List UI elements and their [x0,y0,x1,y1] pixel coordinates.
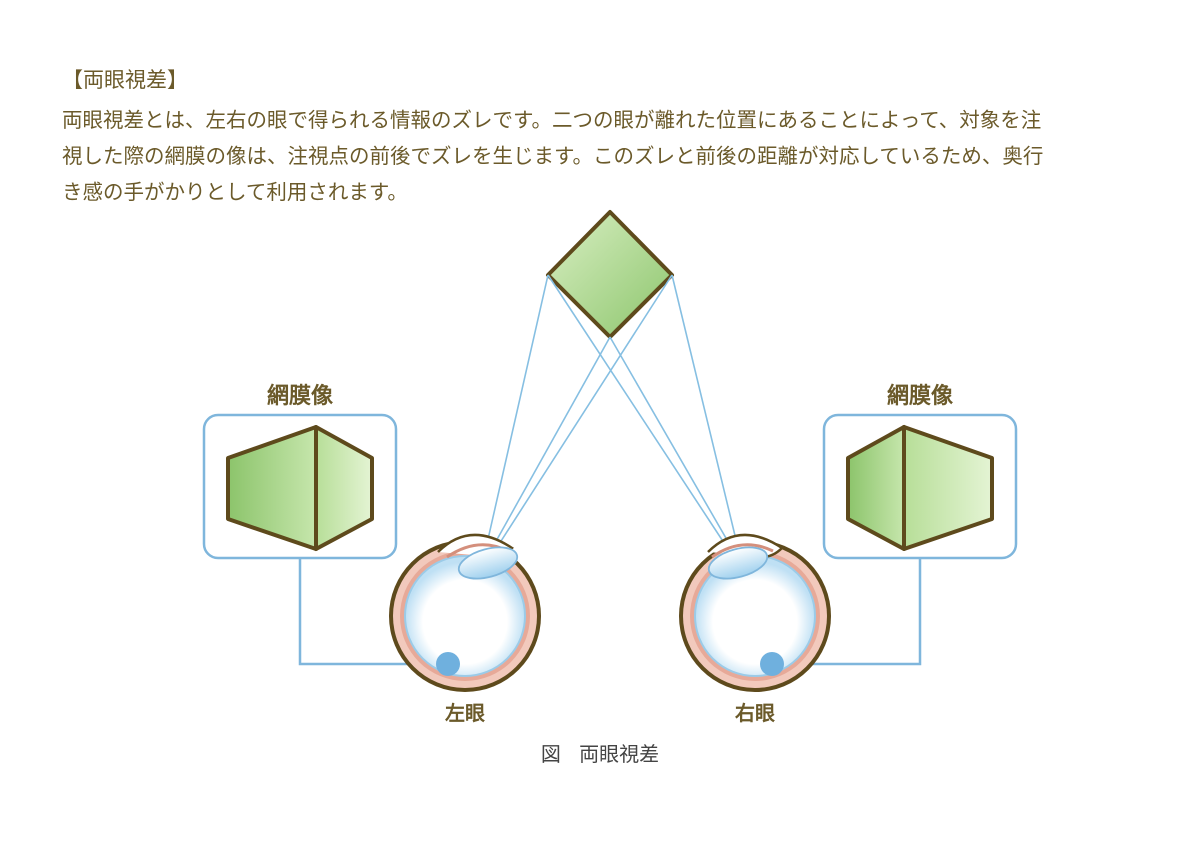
left-eye [389,533,541,692]
figure-caption: 図 両眼視差 [0,738,1200,767]
target-cube [546,210,674,339]
right-retina-label: 網膜像 [887,383,954,409]
right-retinal-image-panel [822,413,1018,560]
light-rays [485,274,739,553]
body-paragraph: 両眼視差とは、左右の眼で得られる情報のズレです。二つの眼が離れた位置にあることに… [62,102,1162,210]
left-retina-label: 網膜像 [267,383,334,409]
section-heading: 【両眼視差】 [62,68,188,92]
right-eye-label: 右眼 [735,701,775,725]
body-line-1: 両眼視差とは、左右の眼で得られる情報のズレです。二つの眼が離れた位置にあることに… [62,108,1042,132]
right-connector-line [772,558,922,666]
right-eye [679,533,831,692]
left-eye-label: 左眼 [445,701,485,725]
body-line-3: き感の手がかりとして利用されます。 [62,180,408,204]
left-connector-line [298,558,448,666]
left-retinal-image-panel [202,413,398,560]
caption-prefix: 図 [540,742,561,766]
caption-title: 両眼視差 [579,742,660,766]
body-line-2: 視した際の網膜の像は、注視点の前後でズレを生じます。このズレと前後の距離が対応し… [62,144,1044,168]
